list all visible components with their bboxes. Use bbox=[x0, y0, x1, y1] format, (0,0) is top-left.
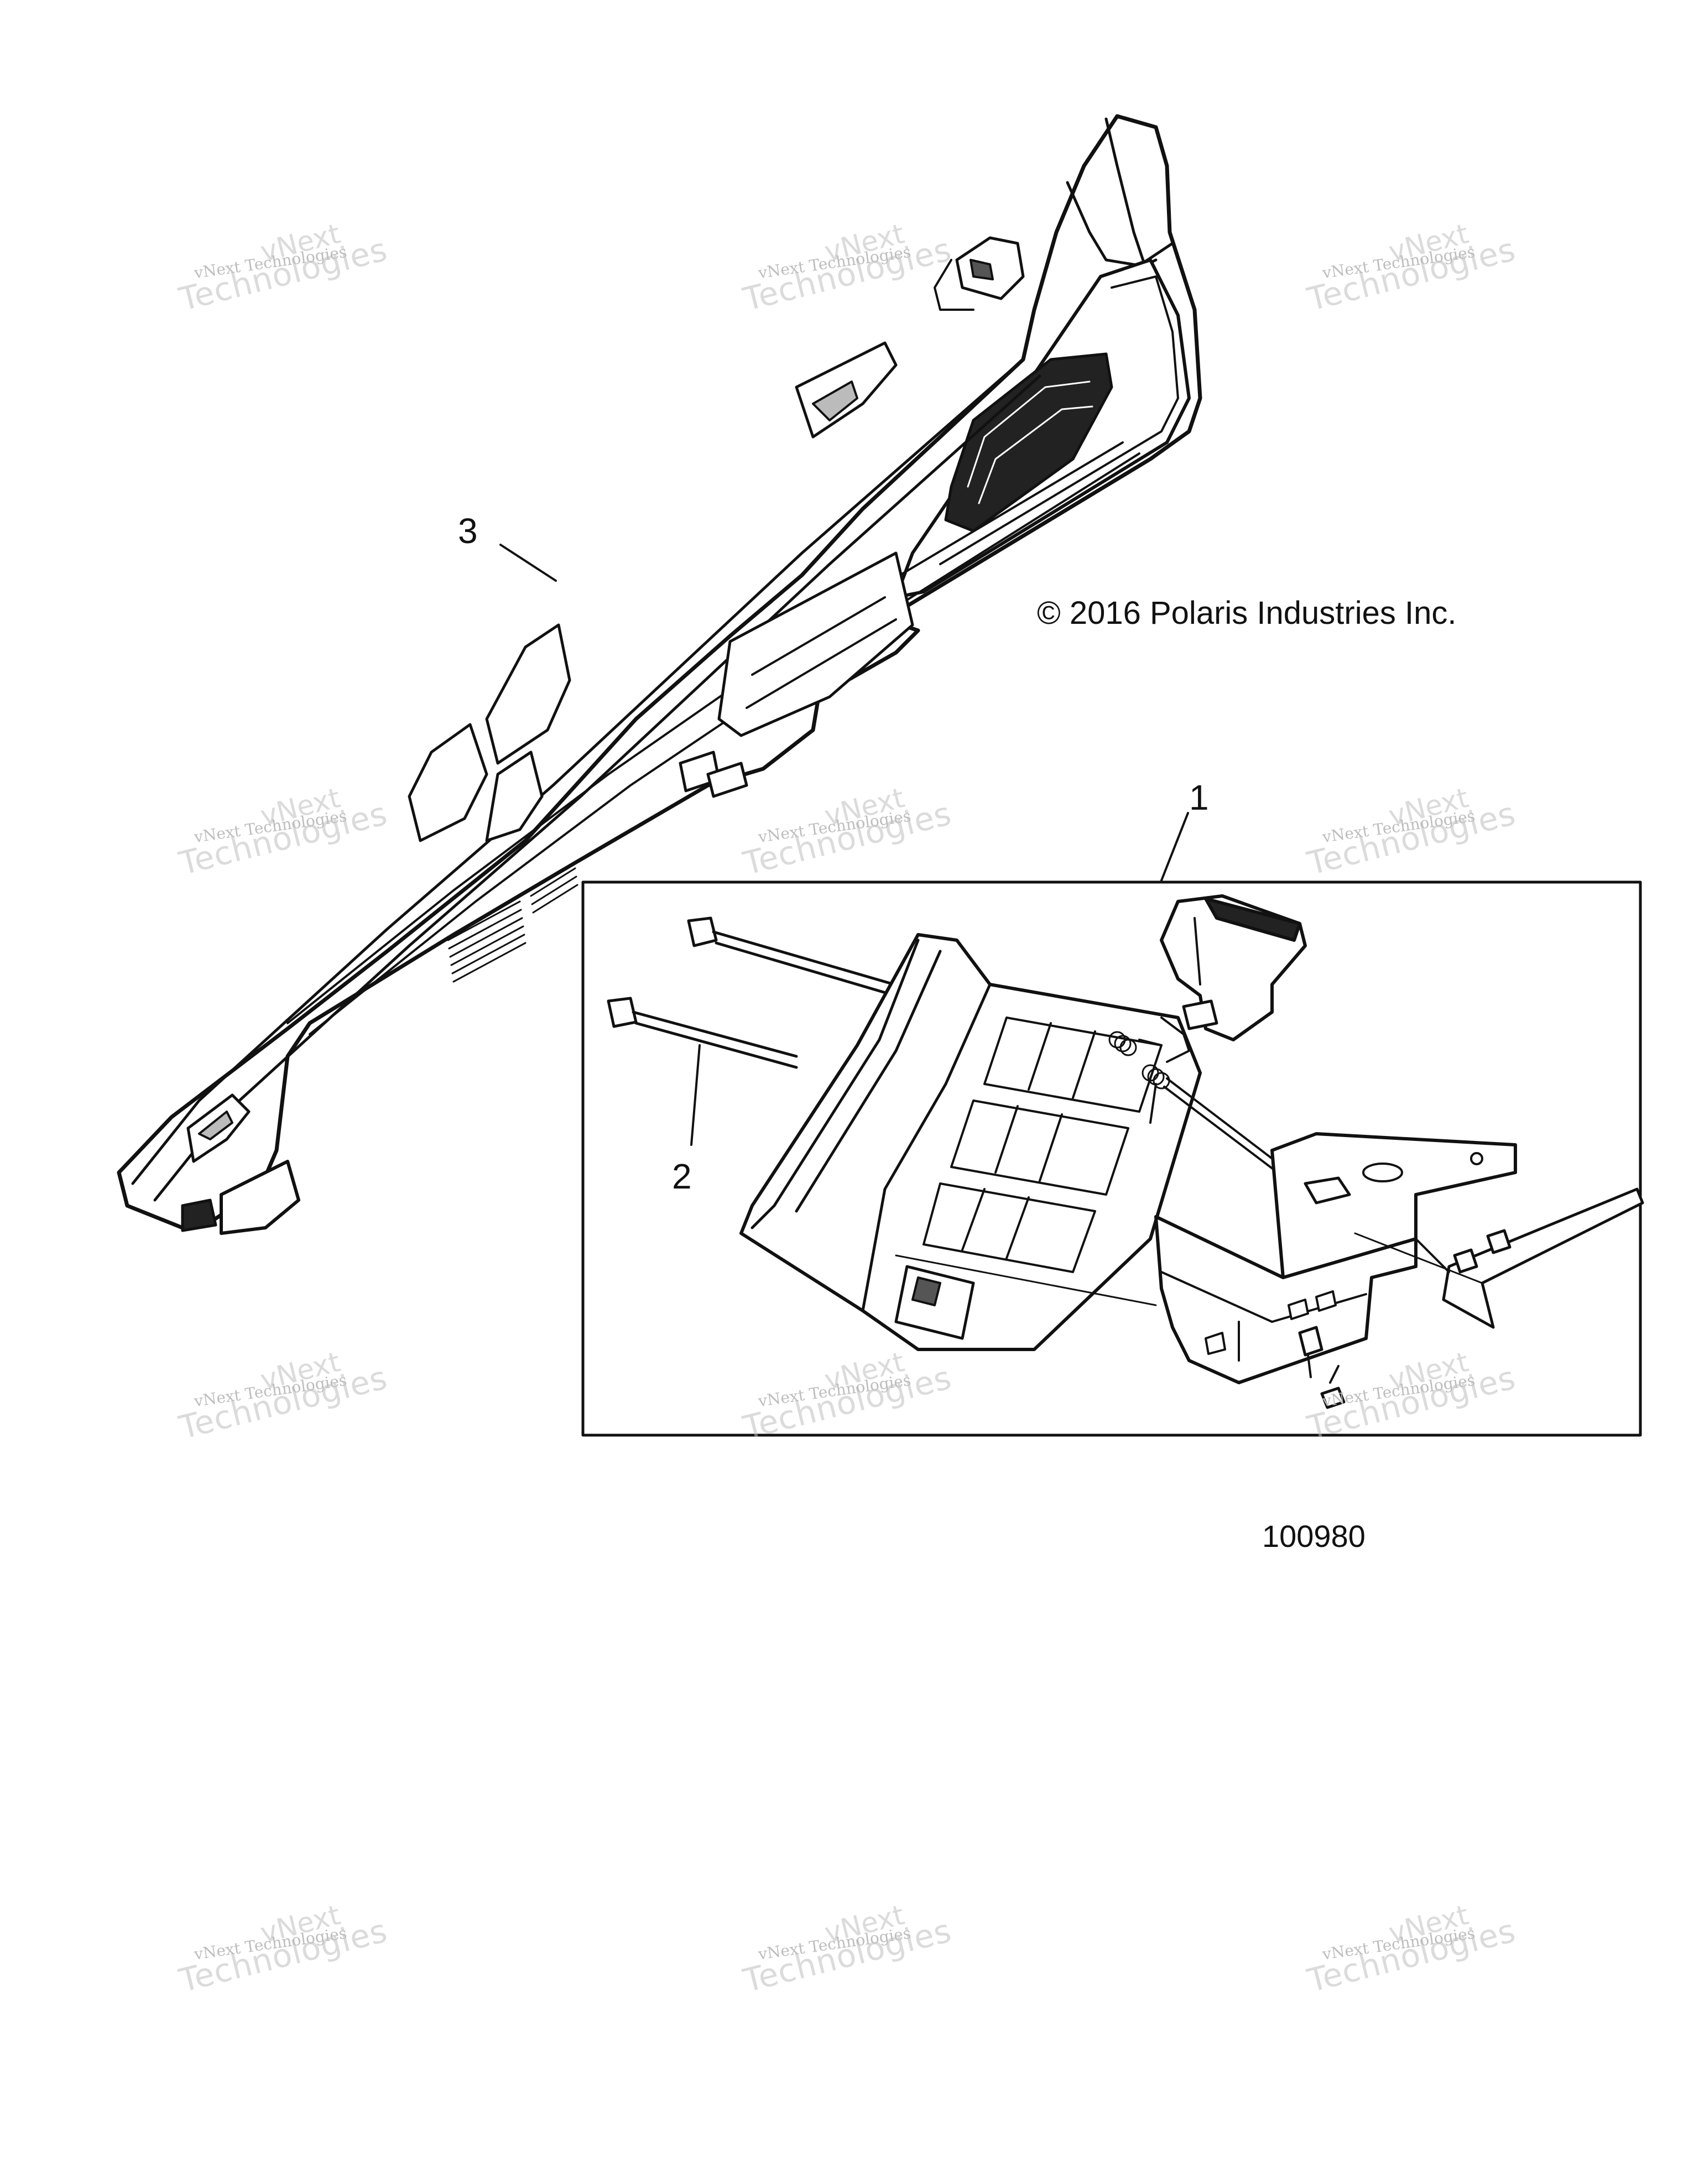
leader-3 bbox=[499, 544, 557, 582]
gun-case-icon bbox=[117, 114, 1202, 1235]
callout-1: 1 bbox=[1189, 778, 1209, 817]
leader-2 bbox=[690, 1044, 701, 1146]
item-1-box bbox=[581, 880, 1642, 1437]
figure-number: 100980 bbox=[1262, 1519, 1366, 1554]
copyright-notice: © 2016 Polaris Industries Inc. bbox=[1037, 595, 1457, 631]
mount-bracket-icon bbox=[607, 894, 1644, 1409]
leader-1 bbox=[1160, 812, 1189, 882]
callout-3: 3 bbox=[458, 511, 478, 551]
callout-2: 2 bbox=[672, 1156, 692, 1196]
